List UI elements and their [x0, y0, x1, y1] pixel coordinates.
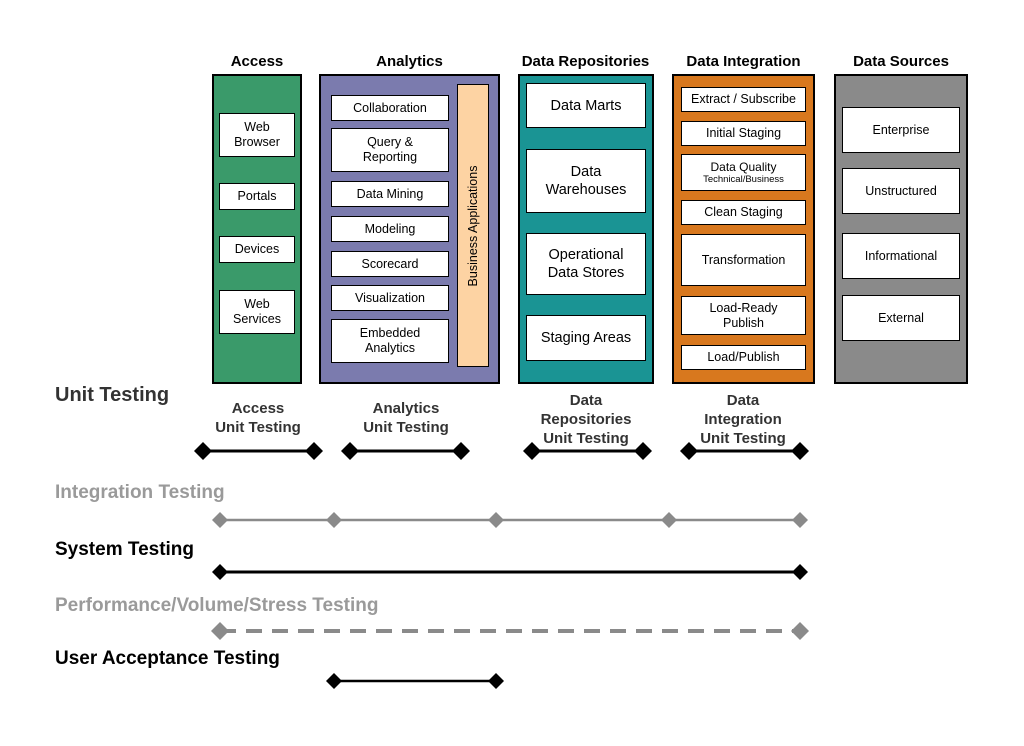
- integration-item-extract-subscribe: Extract / Subscribe: [681, 87, 806, 112]
- integration-item-data-quality: Data Quality Technical/Business: [681, 154, 806, 191]
- analytics-unit-testing-label: Analytics Unit Testing: [363, 400, 449, 436]
- header-analytics: Analytics: [376, 53, 443, 70]
- repo-item-data-marts: Data Marts: [526, 83, 646, 128]
- source-item-unstructured: Unstructured: [842, 168, 960, 214]
- analytics-item-data-mining: Data Mining: [331, 181, 449, 207]
- header-data-integration: Data Integration: [686, 53, 801, 70]
- access-item-web-browser: Web Browser: [219, 113, 295, 157]
- repositories-unit-testing-range: [523, 442, 652, 460]
- header-access: Access: [230, 53, 284, 70]
- repo-item-data-warehouses: Data Warehouses: [526, 149, 646, 213]
- access-item-devices: Devices: [219, 236, 295, 263]
- data-quality-sublabel: Technical/Business: [703, 173, 784, 185]
- user-acceptance-testing-range: [326, 673, 504, 689]
- unit-testing-label: Unit Testing: [55, 384, 170, 406]
- source-item-informational: Informational: [842, 233, 960, 279]
- analytics-item-embedded-analytics: Embedded Analytics: [331, 319, 449, 363]
- performance-testing-label: Performance/Volume/Stress Testing: [55, 595, 379, 616]
- integration-item-clean-staging: Clean Staging: [681, 200, 806, 225]
- analytics-item-visualization: Visualization: [331, 285, 449, 311]
- integration-unit-testing-range: [680, 442, 809, 460]
- header-data-repositories: Data Repositories: [521, 53, 650, 70]
- integration-item-transformation: Transformation: [681, 234, 806, 286]
- analytics-item-scorecard: Scorecard: [331, 251, 449, 277]
- source-item-external: External: [842, 295, 960, 341]
- data-quality-label: Data Quality: [710, 159, 777, 174]
- performance-testing-range: [211, 622, 809, 640]
- analytics-item-collaboration: Collaboration: [331, 95, 449, 121]
- header-data-sources: Data Sources: [853, 53, 949, 70]
- integration-item-initial-staging: Initial Staging: [681, 121, 806, 146]
- repositories-unit-testing-label: Data Repositories Unit Testing: [540, 392, 632, 447]
- integration-item-load-ready-publish: Load-Ready Publish: [681, 296, 806, 335]
- business-applications-bar: Business Applications: [457, 84, 489, 367]
- integration-testing-range: [212, 512, 808, 528]
- source-item-enterprise: Enterprise: [842, 107, 960, 153]
- user-acceptance-testing-label: User Acceptance Testing: [55, 648, 280, 669]
- access-unit-testing-range: [194, 442, 323, 460]
- access-unit-testing-label: Access Unit Testing: [215, 400, 301, 436]
- system-testing-label: System Testing: [55, 539, 195, 560]
- integration-item-load-publish: Load/Publish: [681, 345, 806, 370]
- integration-testing-label: Integration Testing: [55, 482, 225, 503]
- analytics-unit-testing-range: [341, 442, 470, 460]
- repo-item-staging-areas: Staging Areas: [526, 315, 646, 361]
- repo-item-operational-data-stores: Operational Data Stores: [526, 233, 646, 295]
- integration-unit-testing-label: Data Integration Unit Testing: [700, 392, 786, 447]
- analytics-item-modeling: Modeling: [331, 216, 449, 242]
- access-item-portals: Portals: [219, 183, 295, 210]
- system-testing-range: [212, 564, 808, 580]
- analytics-item-query-reporting: Query & Reporting: [331, 128, 449, 172]
- access-item-web-services: Web Services: [219, 290, 295, 334]
